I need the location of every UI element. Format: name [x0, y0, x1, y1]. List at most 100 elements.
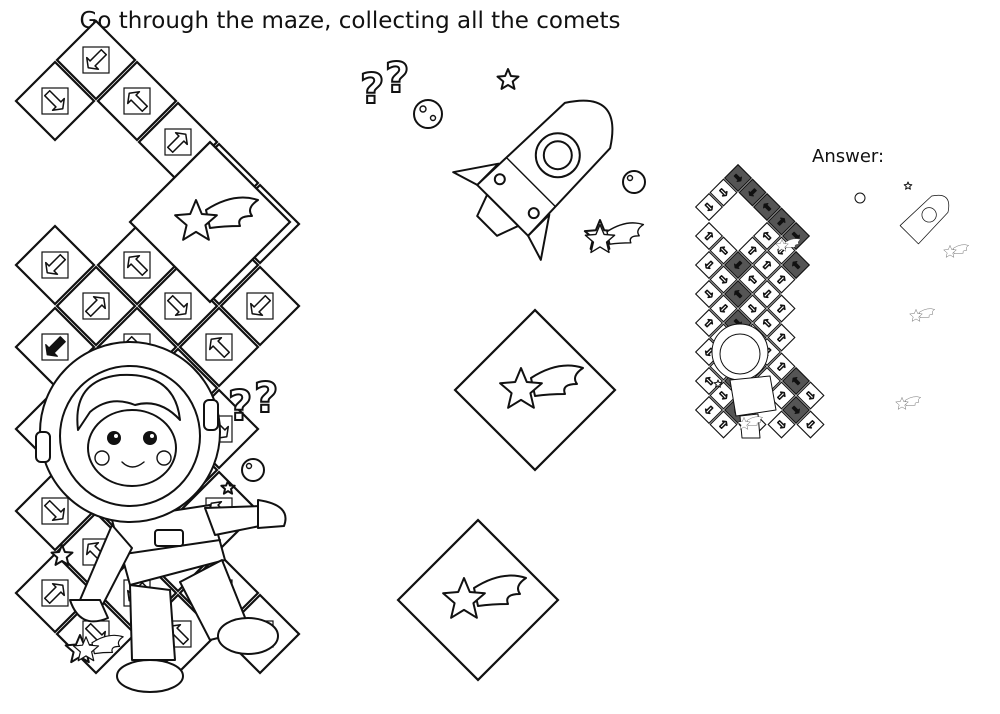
arrow-icon [719, 275, 728, 284]
star-icon [496, 68, 520, 90]
planet-icon [854, 192, 866, 204]
arrow-icon [704, 289, 714, 299]
maze-cell[interactable] [178, 306, 260, 388]
comet-star-icon [72, 636, 100, 662]
answer-cell [738, 178, 767, 207]
arrow-icon [734, 260, 743, 269]
arrow-icon [85, 48, 108, 71]
arrow-icon [44, 253, 67, 276]
maze-cell[interactable] [14, 60, 96, 142]
arrow-icon [777, 420, 786, 429]
answer-cell [767, 352, 796, 381]
arrow-icon [748, 304, 757, 313]
answer-cell [709, 178, 738, 207]
comet-icon [775, 238, 801, 252]
star-icon [903, 181, 913, 190]
comet-icon [174, 196, 259, 241]
arrow-icon [166, 131, 189, 154]
arrow-icon [762, 231, 772, 241]
answer-art [711, 181, 969, 439]
arrow-icon [792, 377, 801, 386]
svg-text:?: ? [228, 381, 252, 430]
answer-cell [709, 236, 738, 265]
answer-cell [752, 250, 782, 280]
maze-cell[interactable] [219, 265, 301, 347]
arrow-icon [704, 318, 714, 328]
answer-cell [723, 163, 753, 193]
rocket-icon [452, 99, 614, 261]
arrow-icon [249, 294, 272, 317]
arrow-icon [777, 362, 786, 371]
arrow-icon [43, 499, 66, 522]
arrow-icon [704, 405, 714, 415]
answer-cell [723, 250, 753, 280]
answer-cell [738, 236, 767, 265]
answer-cell [781, 395, 811, 425]
answer-cell [694, 221, 724, 251]
maze-cell[interactable] [55, 19, 137, 101]
comet-icon [909, 308, 935, 322]
answer-cell [796, 410, 825, 439]
arrow-icon [166, 294, 189, 317]
comet-icon [499, 364, 584, 409]
question-marks-icon: ?? [227, 372, 279, 431]
arrow-icon [719, 391, 728, 400]
arrow-icon [719, 188, 728, 197]
comet-icon [895, 396, 921, 410]
arrow-icon [704, 347, 714, 357]
astronaut-icon [35, 341, 287, 693]
arrow-icon [126, 254, 149, 277]
answer-cell [694, 250, 724, 280]
answer-cell [694, 308, 724, 338]
answer-cell [738, 265, 767, 294]
comet-icon [442, 574, 527, 619]
arrow-icon [208, 336, 231, 359]
answer-cell [694, 192, 724, 222]
answer-cell [694, 395, 724, 425]
answer-preview [694, 163, 969, 439]
arrow-icon [763, 203, 772, 212]
answer-label: Answer: [812, 146, 885, 167]
arrow-icon [704, 260, 714, 270]
answer-cell [767, 294, 796, 323]
comet-icon [72, 634, 124, 662]
answer-cell [767, 410, 796, 439]
svg-text:?: ? [360, 64, 384, 113]
answer-cell [767, 323, 796, 352]
arrow-icon [777, 275, 786, 284]
comet-star-icon [174, 199, 218, 241]
star-icon [50, 544, 74, 566]
comet-star-icon [895, 397, 909, 410]
arrow-icon [806, 391, 815, 400]
answer-cell [752, 192, 782, 222]
comet-icon [737, 416, 763, 430]
arrow-icon [748, 275, 757, 284]
answer-cell [767, 207, 796, 236]
arrow-icon [43, 582, 66, 605]
answer-cell [694, 366, 724, 396]
maze-cell[interactable] [14, 552, 96, 634]
arrow-icon [45, 336, 66, 357]
comet-star-icon [584, 223, 616, 254]
arrow-icon [792, 261, 801, 270]
comet-star-icon [499, 367, 543, 409]
answer-cell [709, 410, 738, 439]
arrow-icon [791, 405, 800, 414]
maze-cell[interactable] [14, 224, 96, 306]
answer-cell [709, 294, 738, 323]
answer-cell [694, 279, 724, 309]
comet-icon [943, 244, 969, 258]
comet-icon [584, 222, 645, 254]
comet-star-icon [775, 239, 789, 252]
answer-cell [752, 308, 782, 338]
arrow-icon [719, 304, 728, 313]
maze-cell[interactable] [55, 265, 137, 347]
maze-cell[interactable] [96, 60, 178, 142]
arrow-icon [762, 260, 772, 270]
arrow-icon [719, 246, 728, 255]
answer-cell [752, 221, 782, 251]
answer-cell [767, 265, 796, 294]
arrow-icon [704, 231, 714, 241]
answer-cell [738, 294, 767, 323]
